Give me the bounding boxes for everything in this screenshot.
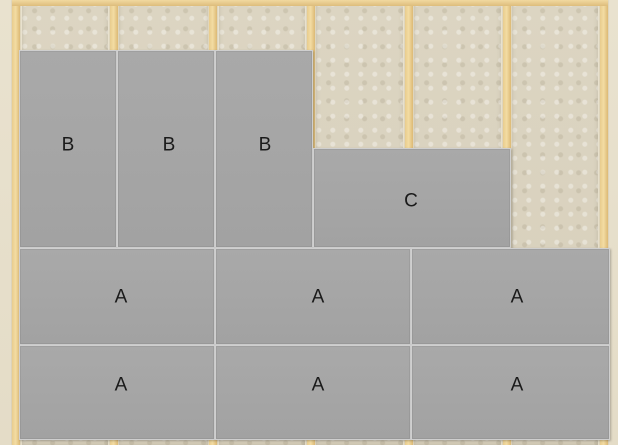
- panel-b-label: B: [259, 136, 272, 155]
- panel-a-label: A: [115, 376, 128, 395]
- top-plate: [12, 0, 608, 6]
- panel-a-label: A: [115, 288, 128, 307]
- panel-c-label: C: [404, 192, 418, 211]
- panel-b-label: B: [62, 136, 75, 155]
- panel-a-label: A: [511, 376, 524, 395]
- panel-a-label: A: [312, 288, 325, 307]
- panel-a-label: A: [511, 288, 524, 307]
- panel-b-label: B: [163, 136, 176, 155]
- panel-a-label: A: [312, 376, 325, 395]
